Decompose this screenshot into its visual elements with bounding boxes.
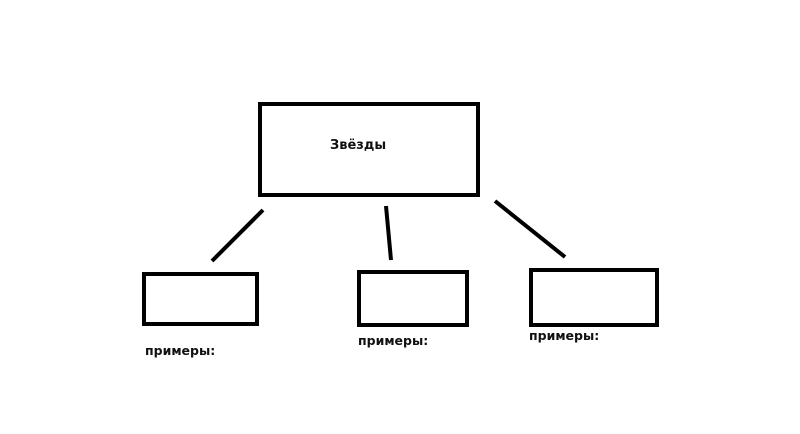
child-examples-label-3: примеры: <box>529 328 600 343</box>
root-node-box <box>258 102 480 197</box>
child-node-box-2 <box>357 270 469 327</box>
child-examples-label-1: примеры: <box>145 343 216 358</box>
connector-middle <box>384 205 393 261</box>
connector-right <box>493 199 567 259</box>
child-node-box-3 <box>529 268 659 327</box>
child-node-box-1 <box>142 272 259 326</box>
child-examples-label-2: примеры: <box>358 333 429 348</box>
connector-left <box>210 208 265 263</box>
root-node-label: Звёзды <box>330 138 387 153</box>
